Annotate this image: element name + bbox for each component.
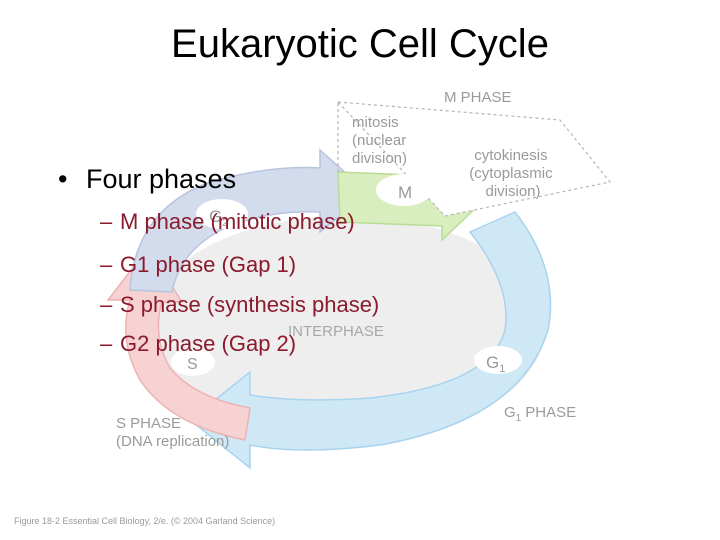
- subitem-g1-phase: –G1 phase (Gap 1): [100, 252, 297, 277]
- g2-badge-sub: 2: [222, 217, 228, 229]
- interphase-label: INTERPHASE: [288, 323, 384, 340]
- m-phase-label: M PHASE: [444, 89, 512, 106]
- g2-badge-circle: [196, 199, 248, 229]
- s-badge-circle: [171, 348, 215, 376]
- subitem-m-phase: –M phase (mitotic phase): [100, 209, 355, 234]
- m-badge: M: [398, 183, 412, 202]
- bullet-four-phases: • Four phases: [58, 164, 236, 195]
- g1-badge-circle: [474, 346, 522, 374]
- mitosis-label: mitosis (nuclear division): [352, 114, 410, 167]
- bullet-text: Four phases: [86, 164, 237, 194]
- bullet-marker: •: [58, 164, 68, 194]
- s-phase-label: S PHASE: [116, 415, 181, 432]
- cytokinesis-label: cytokinesis (cytoplasmic division): [469, 147, 557, 200]
- g1-arrow: [188, 211, 552, 470]
- g2-badge: G: [209, 207, 222, 226]
- svg-text:G1: G1: [486, 353, 505, 375]
- m-badge-circle: [376, 174, 432, 206]
- s-phase-note: (DNA replication): [116, 433, 229, 450]
- subitem-s-phase: –S phase (synthesis phase): [100, 292, 380, 317]
- g2-arrow: [129, 148, 370, 293]
- svg-text:G2: G2: [209, 207, 228, 229]
- g1-badge: G: [486, 353, 499, 372]
- s-badge: S: [187, 356, 198, 373]
- slide-title: Eukaryotic Cell Cycle: [171, 22, 549, 66]
- g1-badge-sub: 1: [499, 363, 505, 375]
- figure-caption: Figure 18-2 Essential Cell Biology, 2/e.…: [14, 516, 275, 526]
- s-arrow: [106, 246, 251, 441]
- subitem-g2-phase: –G2 phase (Gap 2): [100, 331, 297, 356]
